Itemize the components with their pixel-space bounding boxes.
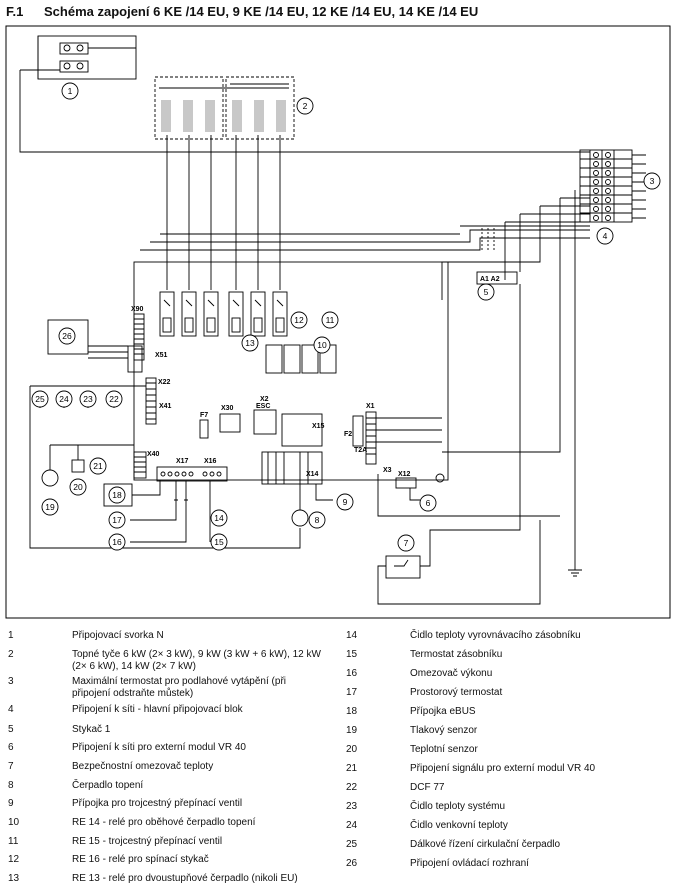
heating-pump: [291, 509, 309, 527]
control-interface-box: [47, 319, 89, 355]
callout-18: 18: [112, 490, 122, 500]
callout-1: 1: [68, 86, 73, 96]
callout-15: 15: [214, 537, 224, 547]
callout-markers: [31, 82, 661, 552]
label-f7: F7: [200, 412, 208, 419]
callout-3: 3: [650, 176, 655, 186]
callout-12: 12: [294, 315, 304, 325]
connector-x14: [261, 451, 323, 485]
callout-8: 8: [315, 515, 320, 525]
label-f2: F2: [344, 431, 352, 438]
label-x90: X90: [131, 306, 144, 313]
heating-rods: [154, 76, 295, 140]
callout-22: 22: [109, 394, 119, 404]
mains-terminal-block: [579, 149, 646, 223]
control-pcb: [133, 261, 449, 481]
callout-11: 11: [326, 315, 335, 325]
callout-13: 13: [245, 338, 255, 348]
label-x14: X14: [306, 471, 319, 478]
connector-x51: [127, 345, 143, 373]
callout-23: 23: [83, 394, 93, 404]
connector-x15: [281, 413, 323, 447]
connector-x90: [133, 313, 145, 361]
label-x30: X30: [221, 405, 234, 412]
callout-10: 10: [317, 340, 327, 350]
callout-9: 9: [343, 497, 348, 507]
callout-24: 24: [59, 394, 69, 404]
label-x22: X22: [158, 379, 171, 386]
label-x40: X40: [147, 451, 160, 458]
temperature-sensor: [71, 459, 85, 473]
callout-17: 17: [112, 515, 122, 525]
callout-26: 26: [62, 331, 72, 341]
label-x12: X12: [398, 471, 411, 478]
section-number: F.1: [6, 4, 24, 19]
label-t2a: T2A: [354, 447, 367, 454]
label-x2: X2: [260, 396, 269, 403]
label-a1a2: A1 A2: [480, 276, 500, 283]
wiring-diagram: X90 X51 X22 X41 X40 X30 X2 ESC X15 X17 X…: [5, 25, 671, 619]
label-x15: X15: [312, 423, 325, 430]
callout-6: 6: [426, 498, 431, 508]
connector-x30: [219, 413, 241, 433]
callout-20: 20: [73, 482, 83, 492]
label-esc: ESC: [256, 403, 270, 410]
diagram-frame: [5, 25, 671, 619]
fuse-f2: [352, 415, 364, 447]
safety-temperature-limiter: [385, 555, 421, 579]
connector-x40: [133, 451, 147, 479]
heating-rod-elements: [161, 100, 286, 132]
connector-x12: [395, 477, 417, 489]
callout-4: 4: [603, 231, 608, 241]
label-x16: X16: [204, 458, 217, 465]
callout-2: 2: [303, 101, 308, 111]
neutral-terminal: [37, 35, 137, 80]
callout-16: 16: [112, 537, 122, 547]
relay-contacts: [159, 291, 288, 337]
label-x51: X51: [155, 352, 168, 359]
esc-button: [253, 409, 277, 435]
callout-14: 14: [214, 513, 224, 523]
figure-heading: F.1 Schéma zapojení 6 KE /14 EU, 9 KE /14…: [6, 4, 478, 19]
figure-title: Schéma zapojení 6 KE /14 EU, 9 KE /14 EU…: [44, 4, 479, 19]
callout-19: 19: [45, 502, 55, 512]
callout-5: 5: [484, 287, 489, 297]
pressure-sensor: [41, 469, 59, 487]
label-x3: X3: [383, 467, 392, 474]
fuse-f7: [199, 419, 209, 439]
callout-7: 7: [404, 538, 409, 548]
connector-x17-x16: [156, 466, 228, 482]
callout-25: 25: [35, 394, 45, 404]
label-x1: X1: [366, 403, 375, 410]
label-x41: X41: [159, 403, 172, 410]
label-x17: X17: [176, 458, 189, 465]
callout-21: 21: [93, 461, 103, 471]
contactor-1: [476, 271, 518, 285]
connector-x1: [365, 411, 377, 465]
